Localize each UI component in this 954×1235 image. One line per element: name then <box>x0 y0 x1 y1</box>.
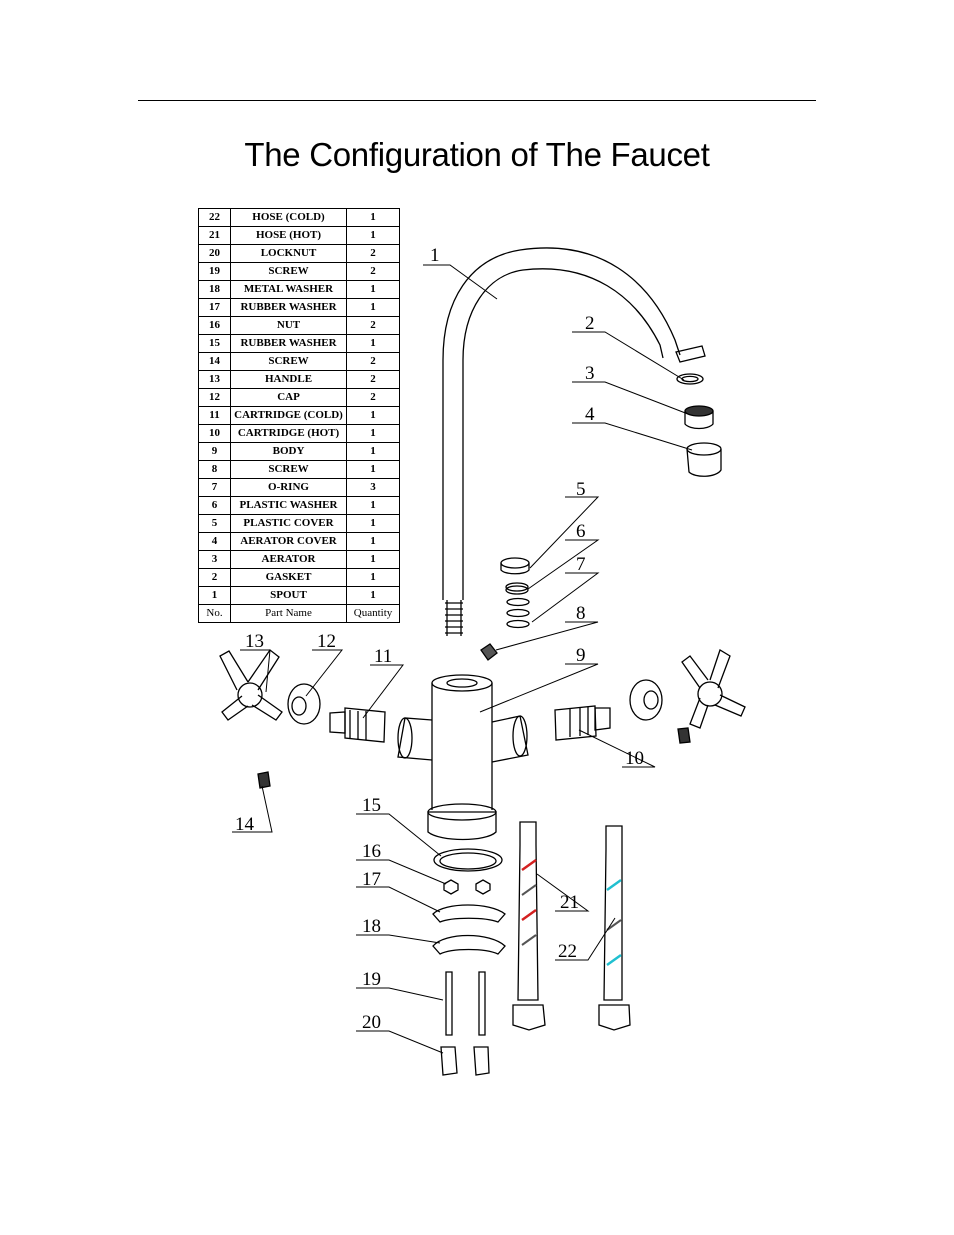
callout-3: 3 <box>585 363 595 384</box>
callout-17: 17 <box>362 869 381 890</box>
header-quantity: Quantity <box>346 604 400 623</box>
part-name-cell: RUBBER WASHER <box>230 334 347 353</box>
part-name-cell: SCREW <box>230 262 347 281</box>
part-name-cell: PLASTIC COVER <box>230 514 347 533</box>
callout-6: 6 <box>576 521 586 542</box>
nut-part <box>443 879 491 895</box>
screw-14-right-part <box>677 727 691 744</box>
plastic-washer-part <box>505 582 529 592</box>
handle-left-part <box>219 649 283 721</box>
screw-8-part <box>480 643 498 661</box>
locknut-part <box>440 1046 490 1076</box>
aerator-cover-part <box>686 442 722 477</box>
cap-right-part <box>629 679 663 721</box>
part-name-cell: SCREW <box>230 460 347 479</box>
cartridge-hot-part <box>554 705 611 741</box>
callout-22: 22 <box>558 941 577 962</box>
callout-5: 5 <box>576 479 586 500</box>
page-title: The Configuration of The Faucet <box>244 136 710 173</box>
metal-washer-18-part <box>432 934 506 955</box>
handle-right-part <box>681 649 746 729</box>
callout-13: 13 <box>245 631 264 652</box>
callout-9: 9 <box>576 645 586 666</box>
hose-cold-part <box>598 825 631 1031</box>
spout-part <box>442 247 706 636</box>
part-name-cell: HOSE (COLD) <box>230 208 347 227</box>
callout-21: 21 <box>560 892 579 913</box>
callout-4: 4 <box>585 404 595 425</box>
callout-7: 7 <box>576 554 586 575</box>
callout-20: 20 <box>362 1012 381 1033</box>
leader-lines <box>232 264 693 1054</box>
callout-2: 2 <box>585 313 595 334</box>
rubber-washer-17-part <box>432 904 506 923</box>
plastic-cover-part <box>500 557 530 575</box>
header-part-name: Part Name <box>230 604 347 623</box>
callout-12: 12 <box>317 631 336 652</box>
part-name-cell: CARTRIDGE (COLD) <box>230 406 347 425</box>
gasket-part <box>676 373 704 385</box>
rubber-washer-15-part <box>433 848 503 872</box>
callout-10: 10 <box>625 748 644 769</box>
part-name-cell: NUT <box>230 316 347 335</box>
cartridge-cold-part <box>329 707 386 743</box>
screw-14-left-part <box>257 771 271 789</box>
part-name-cell: METAL WASHER <box>230 280 347 299</box>
part-name-cell: AERATOR COVER <box>230 532 347 551</box>
screw-19-part <box>445 971 486 1036</box>
callout-1: 1 <box>430 245 440 266</box>
callout-15: 15 <box>362 795 381 816</box>
spout-thread <box>445 600 463 636</box>
part-name-cell: HOSE (HOT) <box>230 226 347 245</box>
top-rule <box>138 100 816 101</box>
o-ring-part <box>506 597 530 629</box>
body-part <box>397 674 529 841</box>
callout-18: 18 <box>362 916 381 937</box>
part-name-cell: PLASTIC WASHER <box>230 496 347 515</box>
callout-19: 19 <box>362 969 381 990</box>
cap-left-part <box>287 683 321 725</box>
hose-hot-part <box>512 821 546 1031</box>
callout-8: 8 <box>576 603 586 624</box>
callout-14: 14 <box>235 814 255 835</box>
callout-16: 16 <box>362 841 381 862</box>
part-name-cell: AERATOR <box>230 550 347 569</box>
callout-11: 11 <box>374 646 392 667</box>
aerator-part <box>684 405 714 430</box>
